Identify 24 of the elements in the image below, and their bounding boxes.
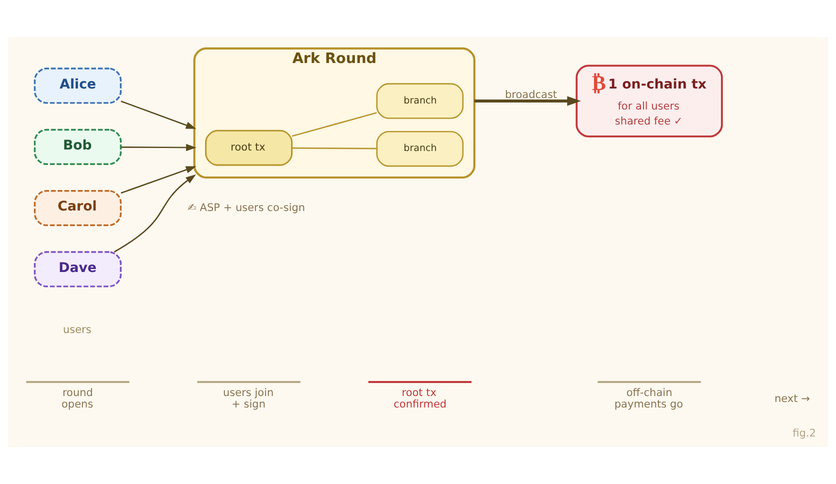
node-box: Bob xyxy=(34,128,122,165)
edge-label: broadcast xyxy=(504,88,558,101)
connector xyxy=(292,147,377,150)
label: off-chain payments go xyxy=(614,387,684,411)
node-box: Alice xyxy=(34,68,122,104)
node-box: Dave xyxy=(34,251,122,288)
caption: fig.2 xyxy=(792,427,816,440)
label: users xyxy=(62,324,92,336)
label: round opens xyxy=(62,387,94,411)
label: users join + sign xyxy=(223,387,274,411)
node-label: ✍ ASP + users co-sign xyxy=(188,202,306,214)
arrow xyxy=(120,100,196,129)
arrow xyxy=(474,96,581,106)
arrow xyxy=(114,174,196,252)
label: next → xyxy=(774,392,810,405)
label: root tx confirmed xyxy=(394,387,447,411)
node-box: branch xyxy=(376,83,464,119)
connector xyxy=(292,112,377,137)
node-box: branch xyxy=(376,130,464,167)
node-box: ₿1 on-chain tx for all users shared fee ✓ xyxy=(576,64,723,138)
node-box: root tx xyxy=(205,130,293,166)
node-box: Carol xyxy=(34,190,122,226)
arrow xyxy=(120,144,196,152)
arrow xyxy=(120,166,196,194)
